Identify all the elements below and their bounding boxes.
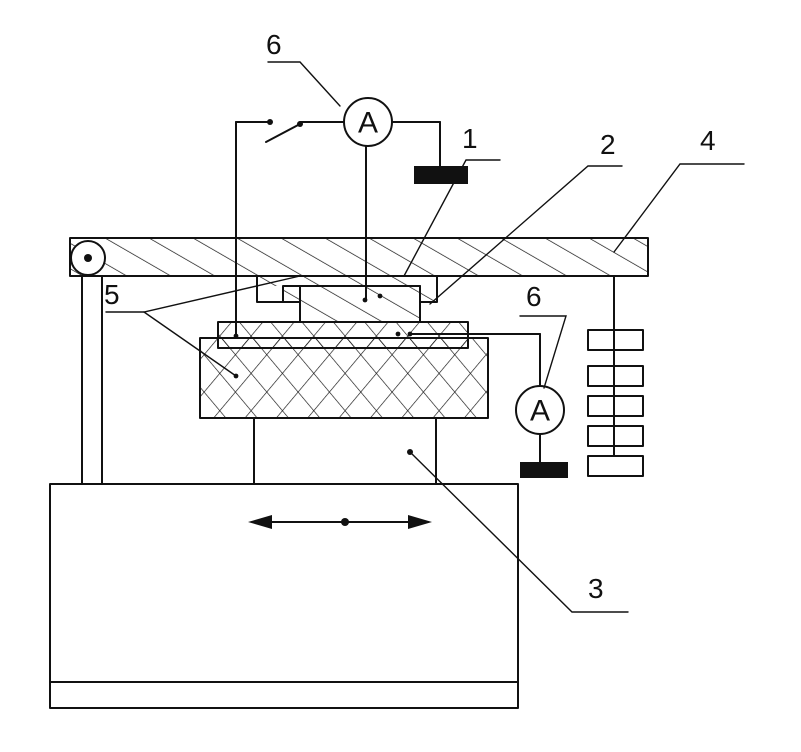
top-ammeter-icon: A	[343, 97, 393, 147]
label-4: 4	[700, 125, 716, 156]
weight-stack	[587, 275, 644, 477]
top-circuit	[235, 119, 468, 337]
pivot-icon	[70, 240, 106, 276]
label-6-top: 6	[266, 29, 282, 60]
right-circuit	[409, 333, 568, 478]
right-electrode	[520, 462, 568, 478]
label-1: 1	[462, 123, 478, 154]
top-ammeter-symbol: A	[358, 107, 378, 140]
sliding-stand	[253, 417, 437, 485]
motion-arrow	[248, 515, 432, 529]
top-electrode	[414, 166, 468, 184]
upper-sample-holder	[256, 275, 438, 323]
label-6-right: 6	[526, 281, 542, 312]
lower-block	[199, 337, 489, 419]
right-ammeter-icon: A	[515, 385, 565, 435]
label-5: 5	[104, 279, 120, 310]
lever-arm	[69, 237, 649, 277]
right-ammeter-symbol: A	[530, 395, 550, 428]
label-3: 3	[588, 573, 604, 604]
leader-lines	[105, 61, 745, 613]
support-post	[81, 275, 103, 485]
base-table	[49, 483, 519, 709]
label-2: 2	[600, 129, 616, 160]
